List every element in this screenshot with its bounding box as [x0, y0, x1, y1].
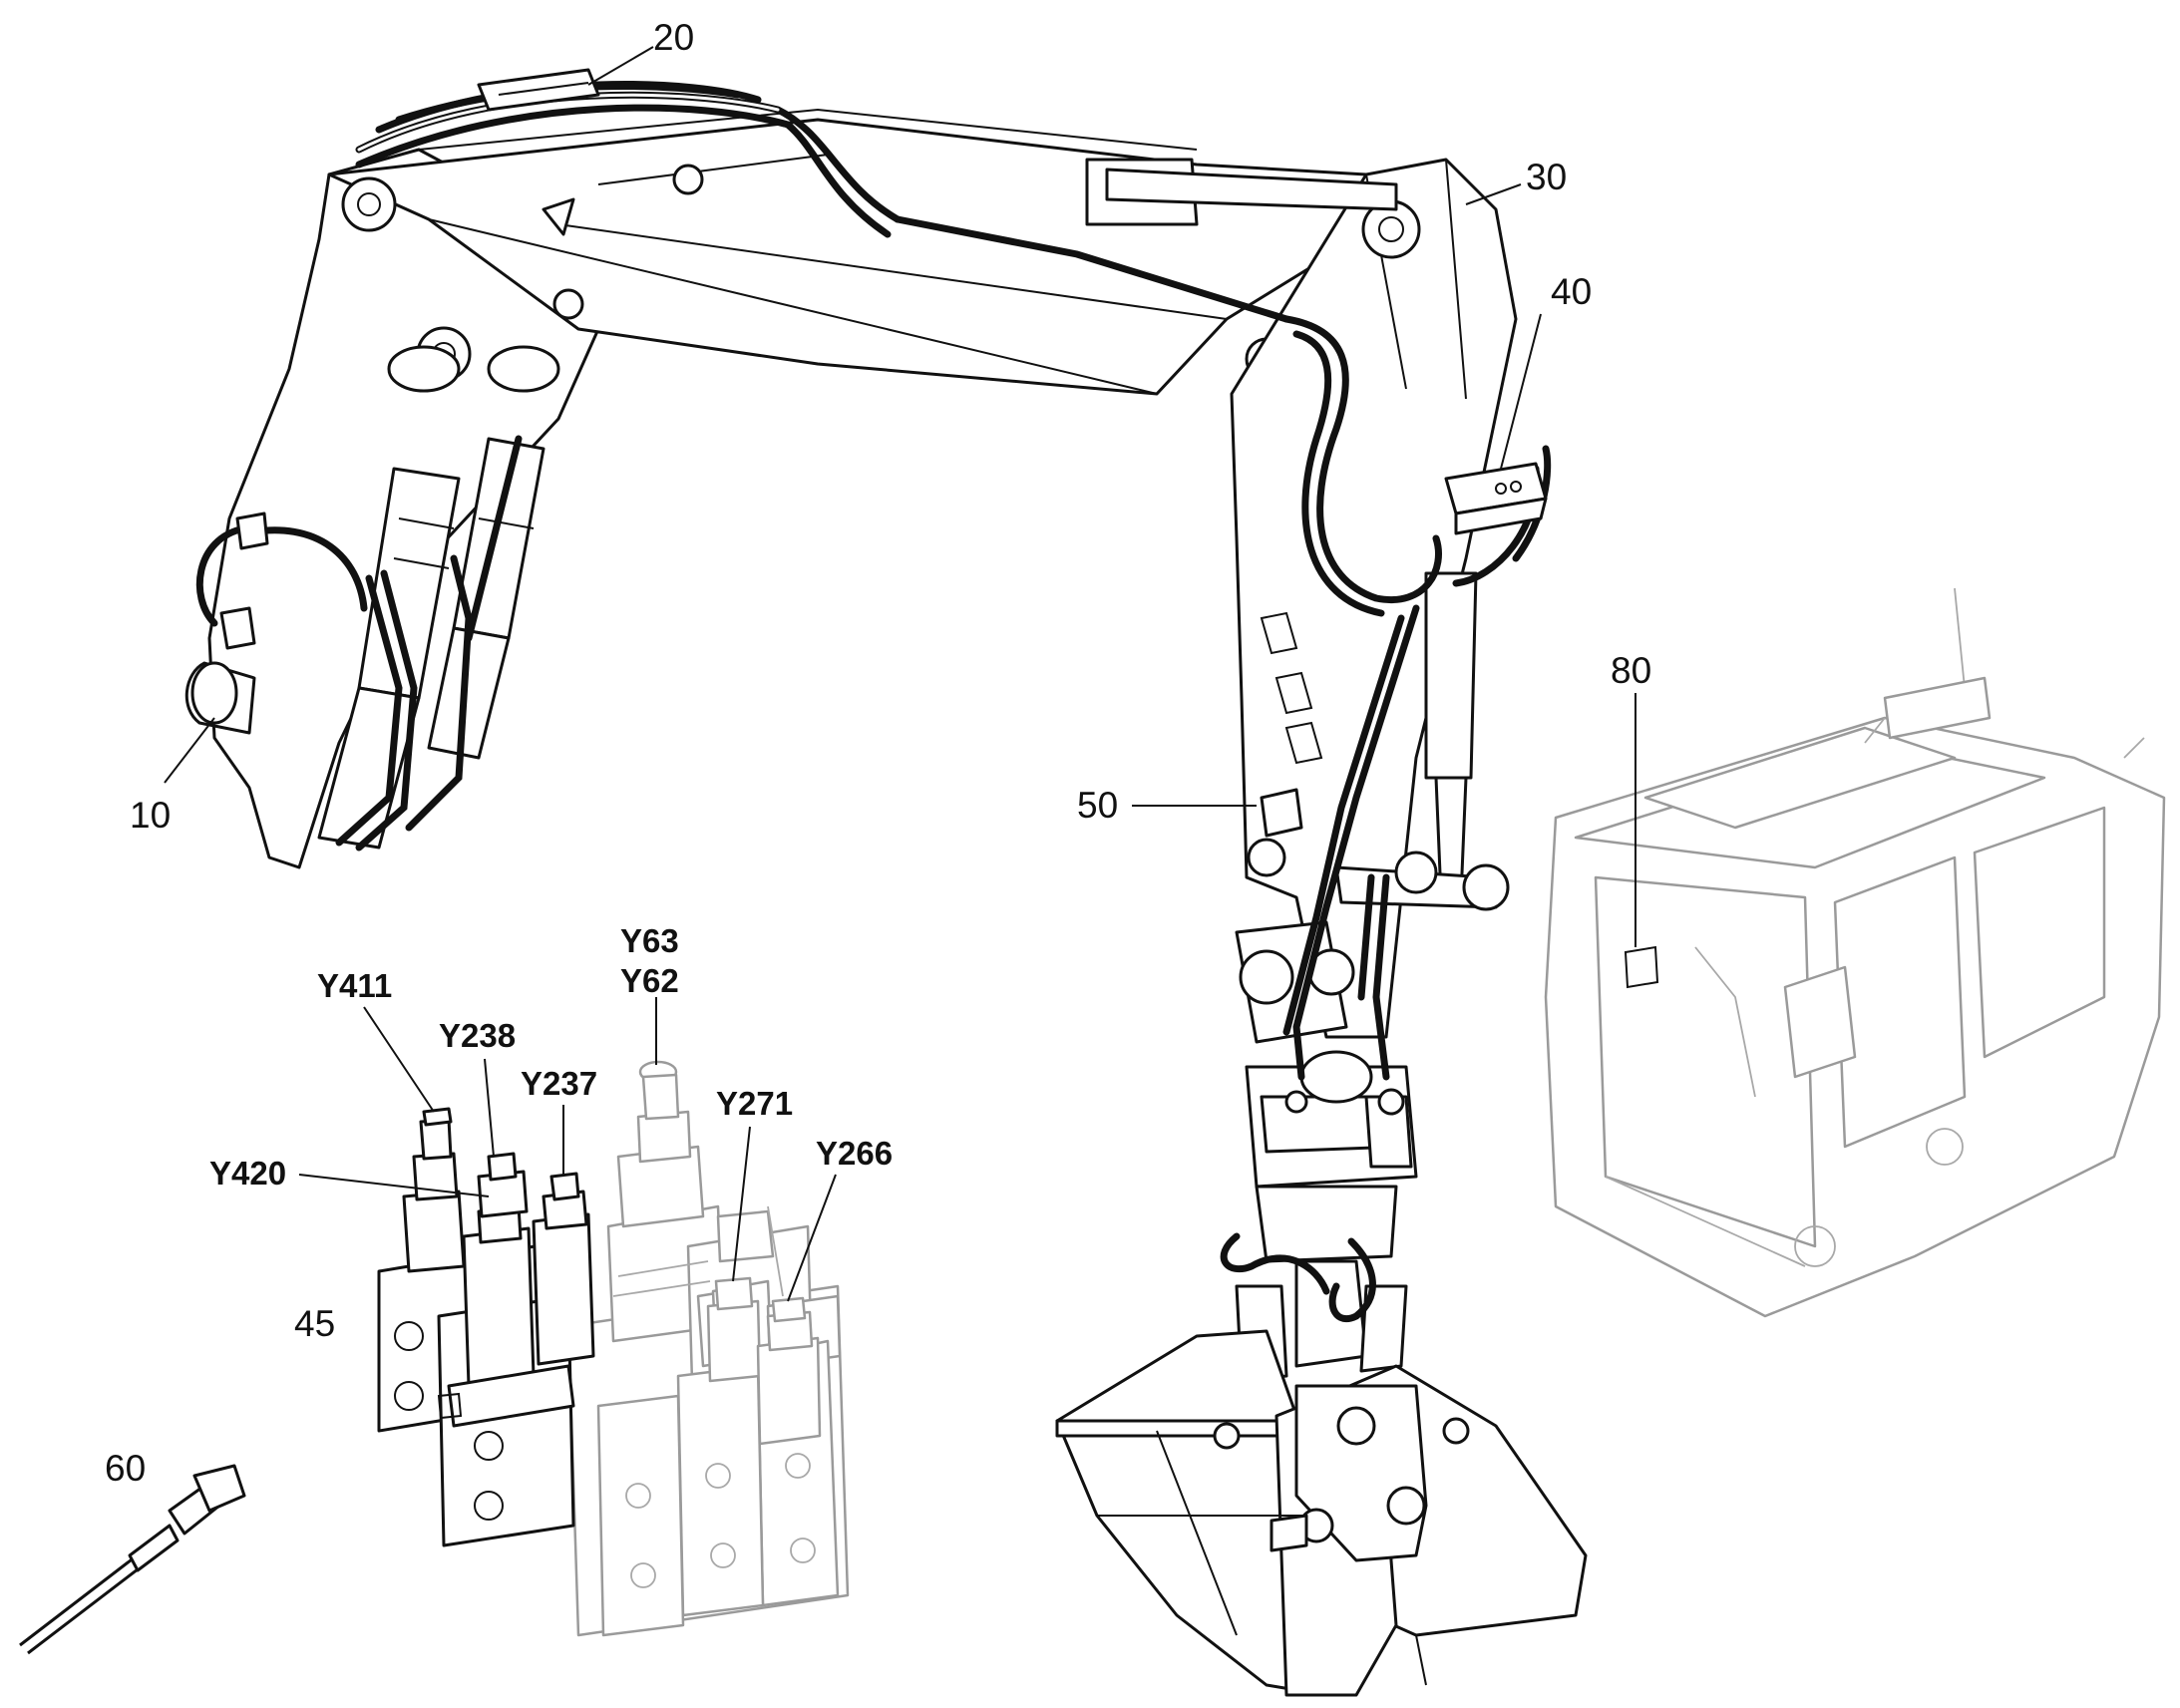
code-y271: Y271 — [716, 1085, 793, 1122]
valve-code-labels: Y411 Y238 Y237 Y63 Y62 Y271 Y266 Y420 — [209, 922, 893, 1192]
code-y63: Y63 — [620, 922, 679, 959]
callout-60: 60 — [105, 1448, 146, 1489]
code-y237: Y237 — [521, 1065, 597, 1102]
machine-connectors — [219, 68, 1548, 877]
solenoid-valve-bank — [377, 1060, 850, 1637]
hydraulic-hoses — [195, 81, 1552, 1323]
sensor-cable — [19, 1464, 246, 1655]
callout-20: 20 — [653, 17, 694, 58]
callout-40: 40 — [1551, 271, 1592, 312]
callout-30: 30 — [1526, 157, 1567, 197]
code-y62: Y62 — [620, 962, 679, 999]
clamshell-bucket — [1055, 1329, 1588, 1697]
callout-50: 50 — [1077, 785, 1118, 826]
callout-10: 10 — [130, 795, 171, 836]
code-y238: Y238 — [439, 1017, 516, 1054]
code-y266: Y266 — [816, 1135, 893, 1172]
callout-80: 80 — [1611, 650, 1651, 691]
operator-cab — [1544, 587, 2166, 1318]
code-y420: Y420 — [209, 1155, 286, 1192]
callout-45: 45 — [294, 1303, 335, 1344]
leader-lines — [164, 46, 1636, 1302]
callout-labels: 20 30 40 50 10 80 45 60 — [105, 17, 1651, 1489]
code-y411: Y411 — [317, 967, 392, 1004]
